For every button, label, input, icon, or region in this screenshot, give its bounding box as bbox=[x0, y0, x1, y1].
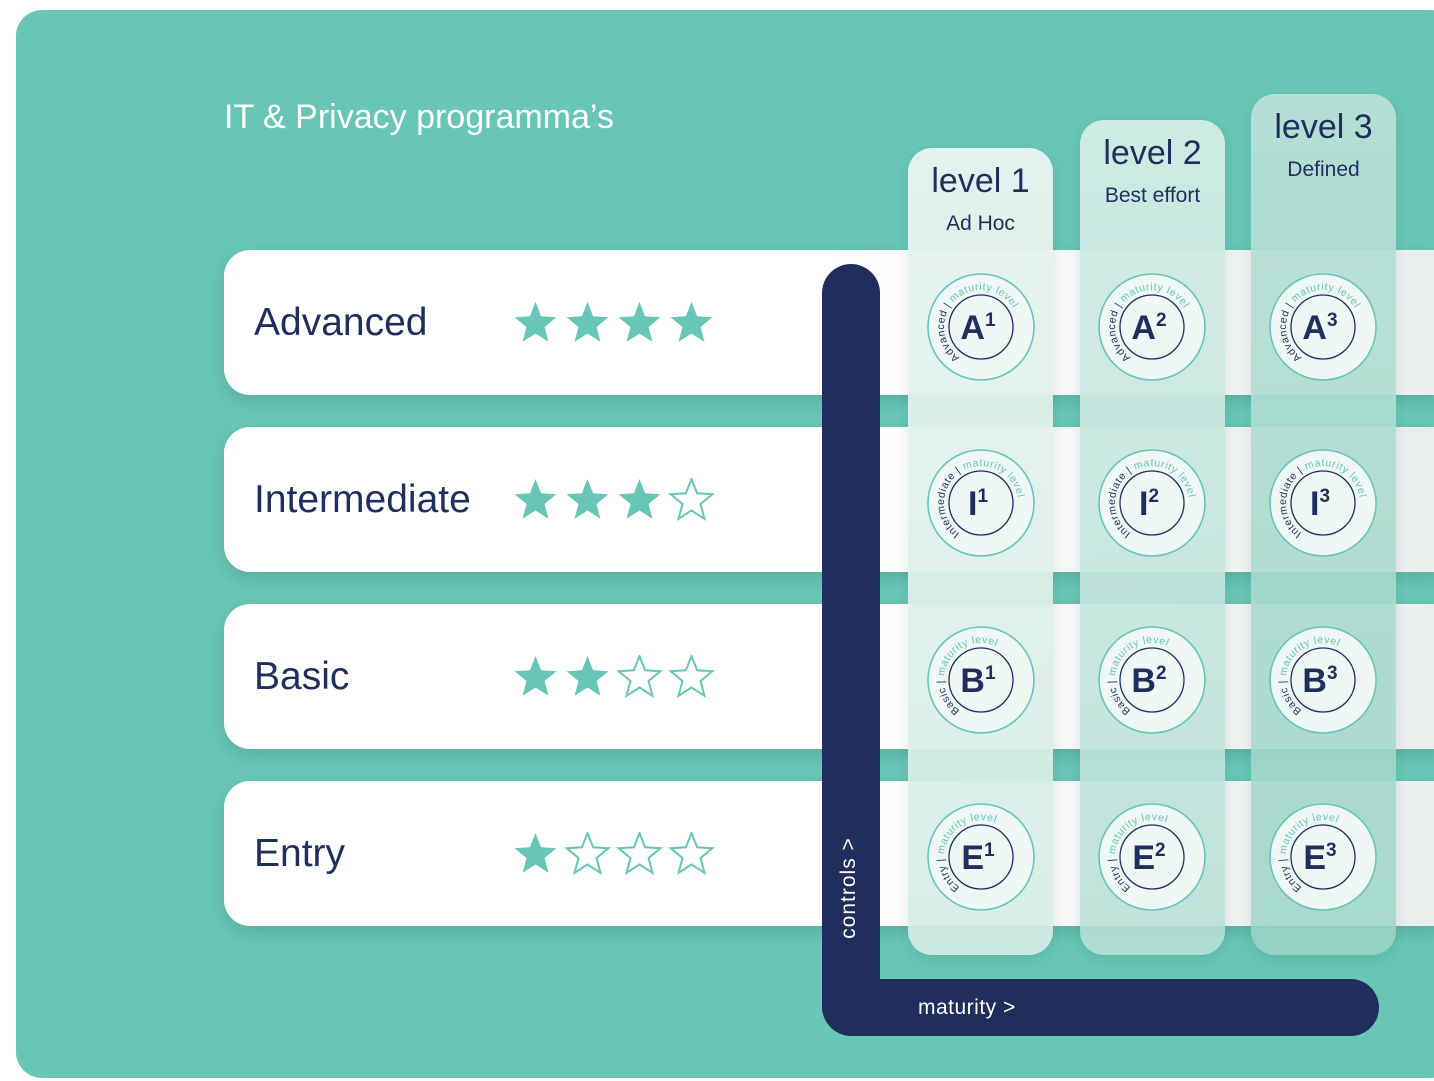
svg-text:I1: I1 bbox=[968, 485, 988, 523]
star-filled-icon bbox=[670, 301, 713, 342]
star-outline-icon bbox=[668, 831, 715, 875]
category-label: Intermediate bbox=[254, 477, 471, 521]
svg-text:A2: A2 bbox=[1131, 309, 1166, 347]
maturity-axis-label: maturity > bbox=[918, 995, 1016, 1019]
level-title: level 1 bbox=[931, 162, 1030, 200]
controls-axis bbox=[822, 264, 880, 1036]
maturity-axis: maturity > bbox=[822, 979, 1379, 1036]
svg-text:A3: A3 bbox=[1302, 309, 1337, 347]
star-filled-icon bbox=[618, 301, 661, 342]
level-title: level 3 bbox=[1274, 108, 1373, 146]
star-rating bbox=[512, 301, 715, 345]
page-title: IT & Privacy programma’s bbox=[224, 98, 614, 136]
star-filled-icon bbox=[566, 301, 609, 342]
star-filled-icon bbox=[566, 478, 609, 519]
star-filled-icon bbox=[618, 478, 661, 519]
star-rating bbox=[512, 477, 715, 522]
svg-text:E2: E2 bbox=[1132, 839, 1165, 877]
category-label: Advanced bbox=[254, 300, 428, 344]
star-rating bbox=[512, 831, 715, 876]
star-filled-icon bbox=[514, 478, 557, 519]
star-filled-icon bbox=[514, 301, 557, 342]
svg-text:I3: I3 bbox=[1310, 485, 1330, 523]
level-subtitle: Ad Hoc bbox=[946, 212, 1015, 235]
star-filled-icon bbox=[566, 655, 609, 696]
level-subtitle: Defined bbox=[1287, 158, 1360, 181]
star-filled-icon bbox=[514, 655, 557, 696]
svg-text:E1: E1 bbox=[961, 839, 995, 877]
level-subtitle: Best effort bbox=[1104, 184, 1201, 207]
star-rating bbox=[512, 654, 715, 699]
star-filled-icon bbox=[514, 832, 557, 873]
svg-text:E3: E3 bbox=[1303, 839, 1336, 877]
svg-text:B3: B3 bbox=[1302, 662, 1337, 700]
category-label: Entry bbox=[254, 831, 346, 875]
svg-text:B2: B2 bbox=[1131, 662, 1166, 700]
svg-text:A1: A1 bbox=[960, 309, 996, 347]
controls-axis-label: controls > bbox=[837, 837, 860, 939]
star-outline-icon bbox=[668, 654, 715, 698]
star-outline-icon bbox=[616, 831, 663, 875]
category-label: Basic bbox=[254, 654, 350, 698]
svg-text:I2: I2 bbox=[1139, 485, 1159, 523]
star-outline-icon bbox=[616, 654, 663, 698]
svg-text:B1: B1 bbox=[960, 662, 996, 700]
star-outline-icon bbox=[564, 831, 611, 875]
star-outline-icon bbox=[668, 477, 715, 521]
level-title: level 2 bbox=[1103, 134, 1202, 172]
